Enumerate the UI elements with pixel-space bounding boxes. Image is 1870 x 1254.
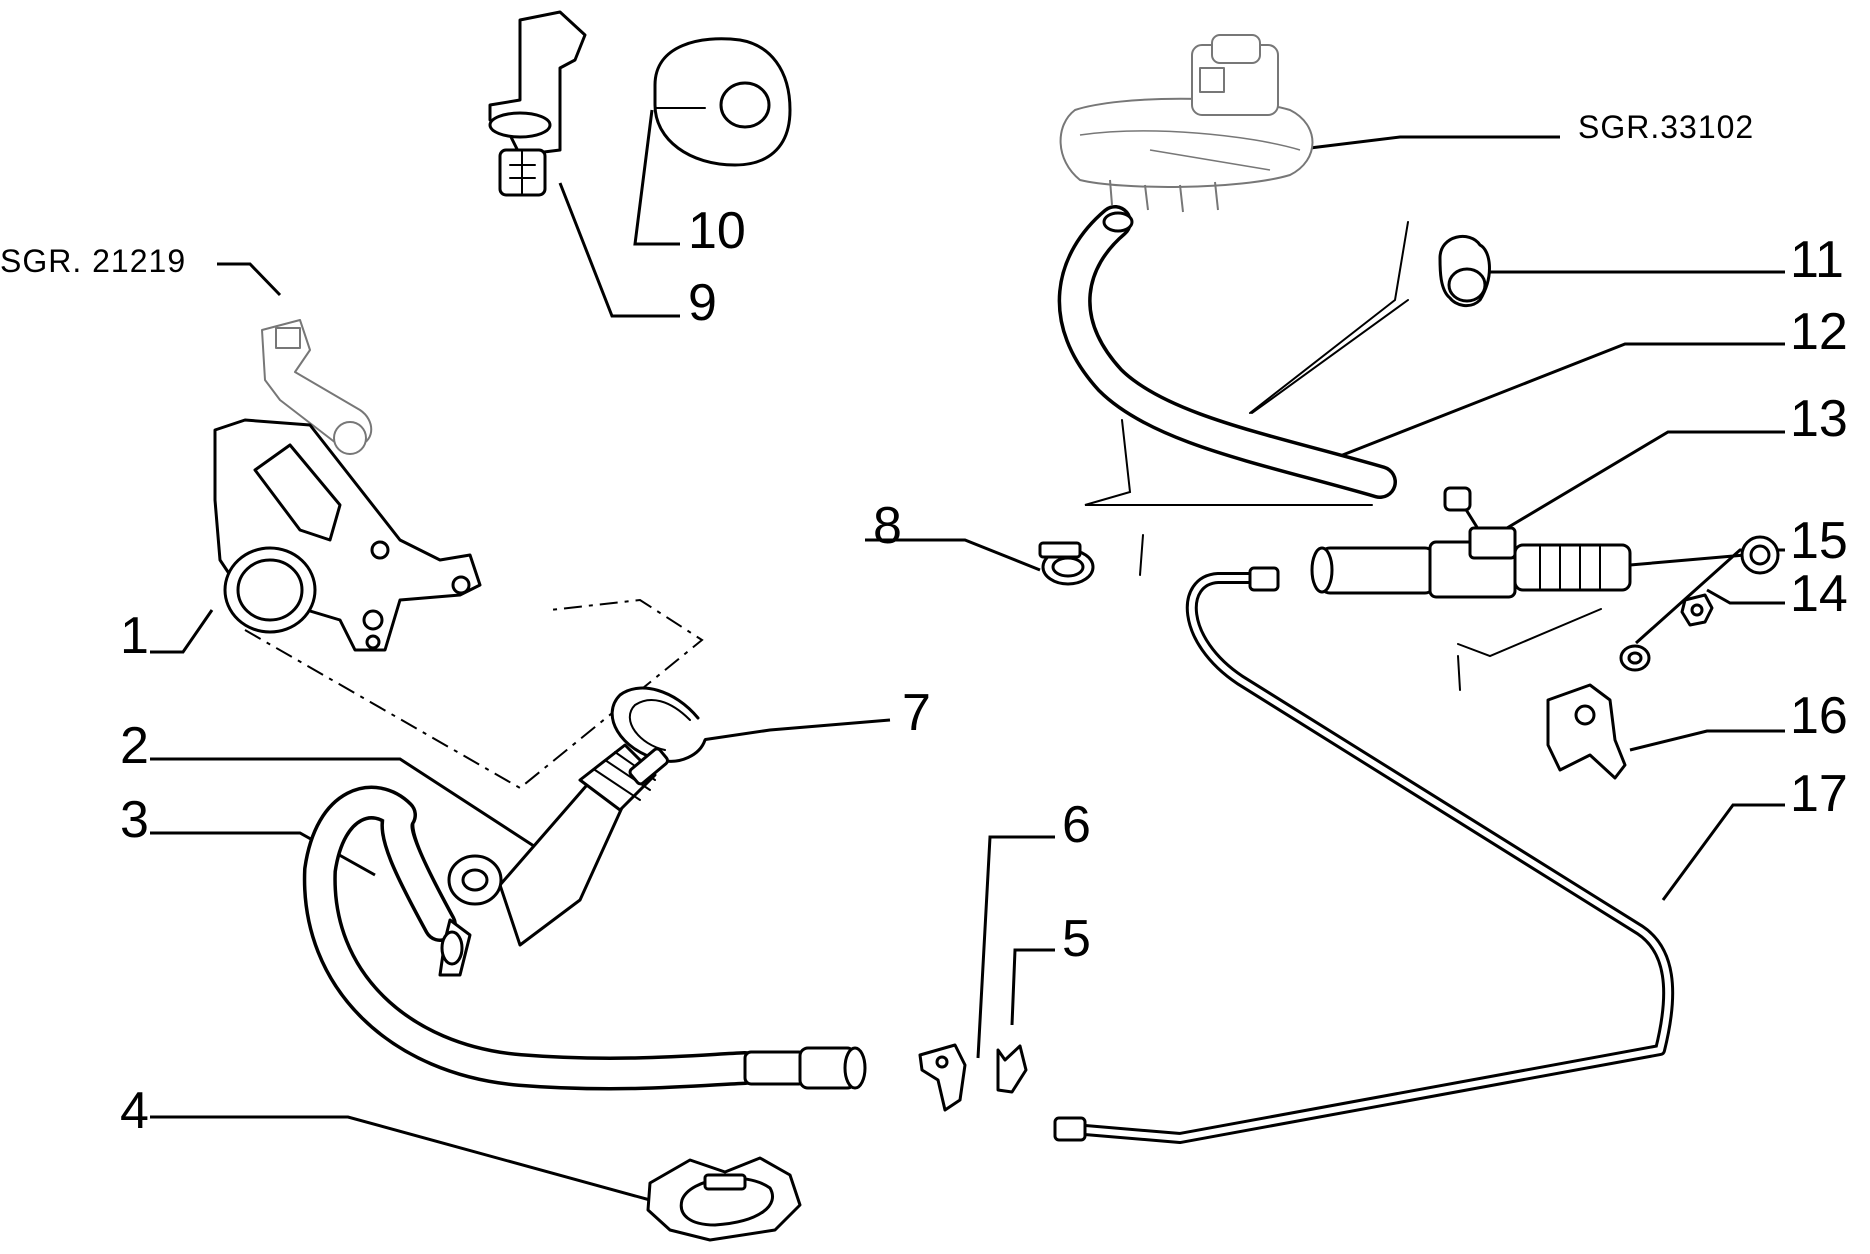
callout-11: 11 — [1790, 231, 1844, 289]
callout-9: 9 — [688, 274, 717, 332]
rubber-bush-part — [653, 37, 792, 167]
reservoir-hose — [1057, 205, 1397, 499]
grommet-part — [1438, 235, 1491, 308]
slave-cylinder-part — [438, 743, 669, 977]
clip-part-6 — [918, 1043, 967, 1112]
clip-part-5 — [996, 1044, 1028, 1094]
callout-16: 16 — [1790, 687, 1848, 745]
reference-label-reservoir: SGR.33102 — [1578, 109, 1754, 145]
clutch-pipe — [1053, 566, 1675, 1144]
circlip-part — [610, 686, 707, 763]
callout-17: 17 — [1790, 765, 1848, 823]
hose-clamp-part — [1038, 541, 1095, 586]
callout-3: 3 — [120, 791, 149, 849]
callout-15: 15 — [1790, 512, 1848, 570]
callout-12: 12 — [1790, 303, 1848, 361]
reference-label-lever: SGR. 21219 — [0, 243, 186, 279]
callout-1: 1 — [120, 607, 149, 665]
slave-cylinder-bracket — [213, 418, 482, 652]
callout-10: 10 — [688, 202, 746, 260]
reservoir-illustration — [1059, 34, 1314, 213]
assembly-dash-line — [244, 598, 704, 790]
callout-5: 5 — [1062, 910, 1091, 968]
plate-part — [1546, 683, 1627, 780]
nut-part — [1680, 593, 1714, 627]
master-cylinder-part — [1310, 486, 1780, 599]
callout-8: 8 — [873, 497, 902, 555]
lever-illustration — [261, 319, 373, 455]
washer-part — [1619, 644, 1651, 672]
leader-lines — [150, 109, 1785, 1202]
callout-4: 4 — [120, 1082, 149, 1140]
callout-6: 6 — [1062, 796, 1091, 854]
callout-14: 14 — [1790, 565, 1848, 623]
callout-2: 2 — [120, 717, 149, 775]
callout-7: 7 — [902, 684, 931, 742]
hose-clip-part — [646, 1156, 802, 1242]
pin-clip-part — [488, 10, 587, 197]
flexible-hose — [302, 785, 867, 1091]
callout-13: 13 — [1790, 390, 1848, 448]
